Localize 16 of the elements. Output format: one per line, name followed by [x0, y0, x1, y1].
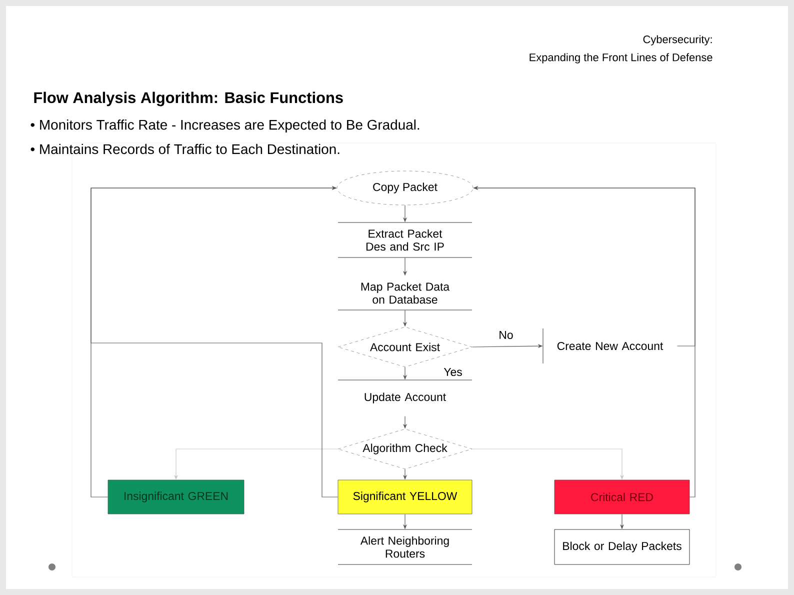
bullet-text: • Maintains Records of Traffic to Each Destination.: [30, 144, 340, 154]
process-step: Alert Neighboring Routers: [338, 529, 472, 565]
process-box: Block or Delay Packets: [554, 529, 690, 565]
edge-label: Yes: [444, 368, 462, 376]
process-step: Extract Packet Des and Src IP: [338, 222, 472, 258]
process-step: Update Account: [338, 380, 472, 404]
bullet-text: • Monitors Traffic Rate - Increases are Expected to Be Gradual.: [30, 120, 420, 132]
edge-label: No: [500, 331, 513, 339]
process-step: Create New Account: [542, 328, 664, 364]
header-text: Expanding the Front Lines of Defense: [530, 53, 712, 64]
status-box: Significant YELLOW: [338, 480, 472, 514]
header-text: Cybersecurity:: [643, 35, 712, 46]
status-box: Insignificant GREEN: [108, 480, 244, 514]
process-step: Map Packet Data on Database: [338, 282, 472, 310]
slide-title: Flow Analysis Algorithm: Basic Functions: [34, 92, 343, 106]
status-box: Critical RED: [554, 480, 690, 514]
